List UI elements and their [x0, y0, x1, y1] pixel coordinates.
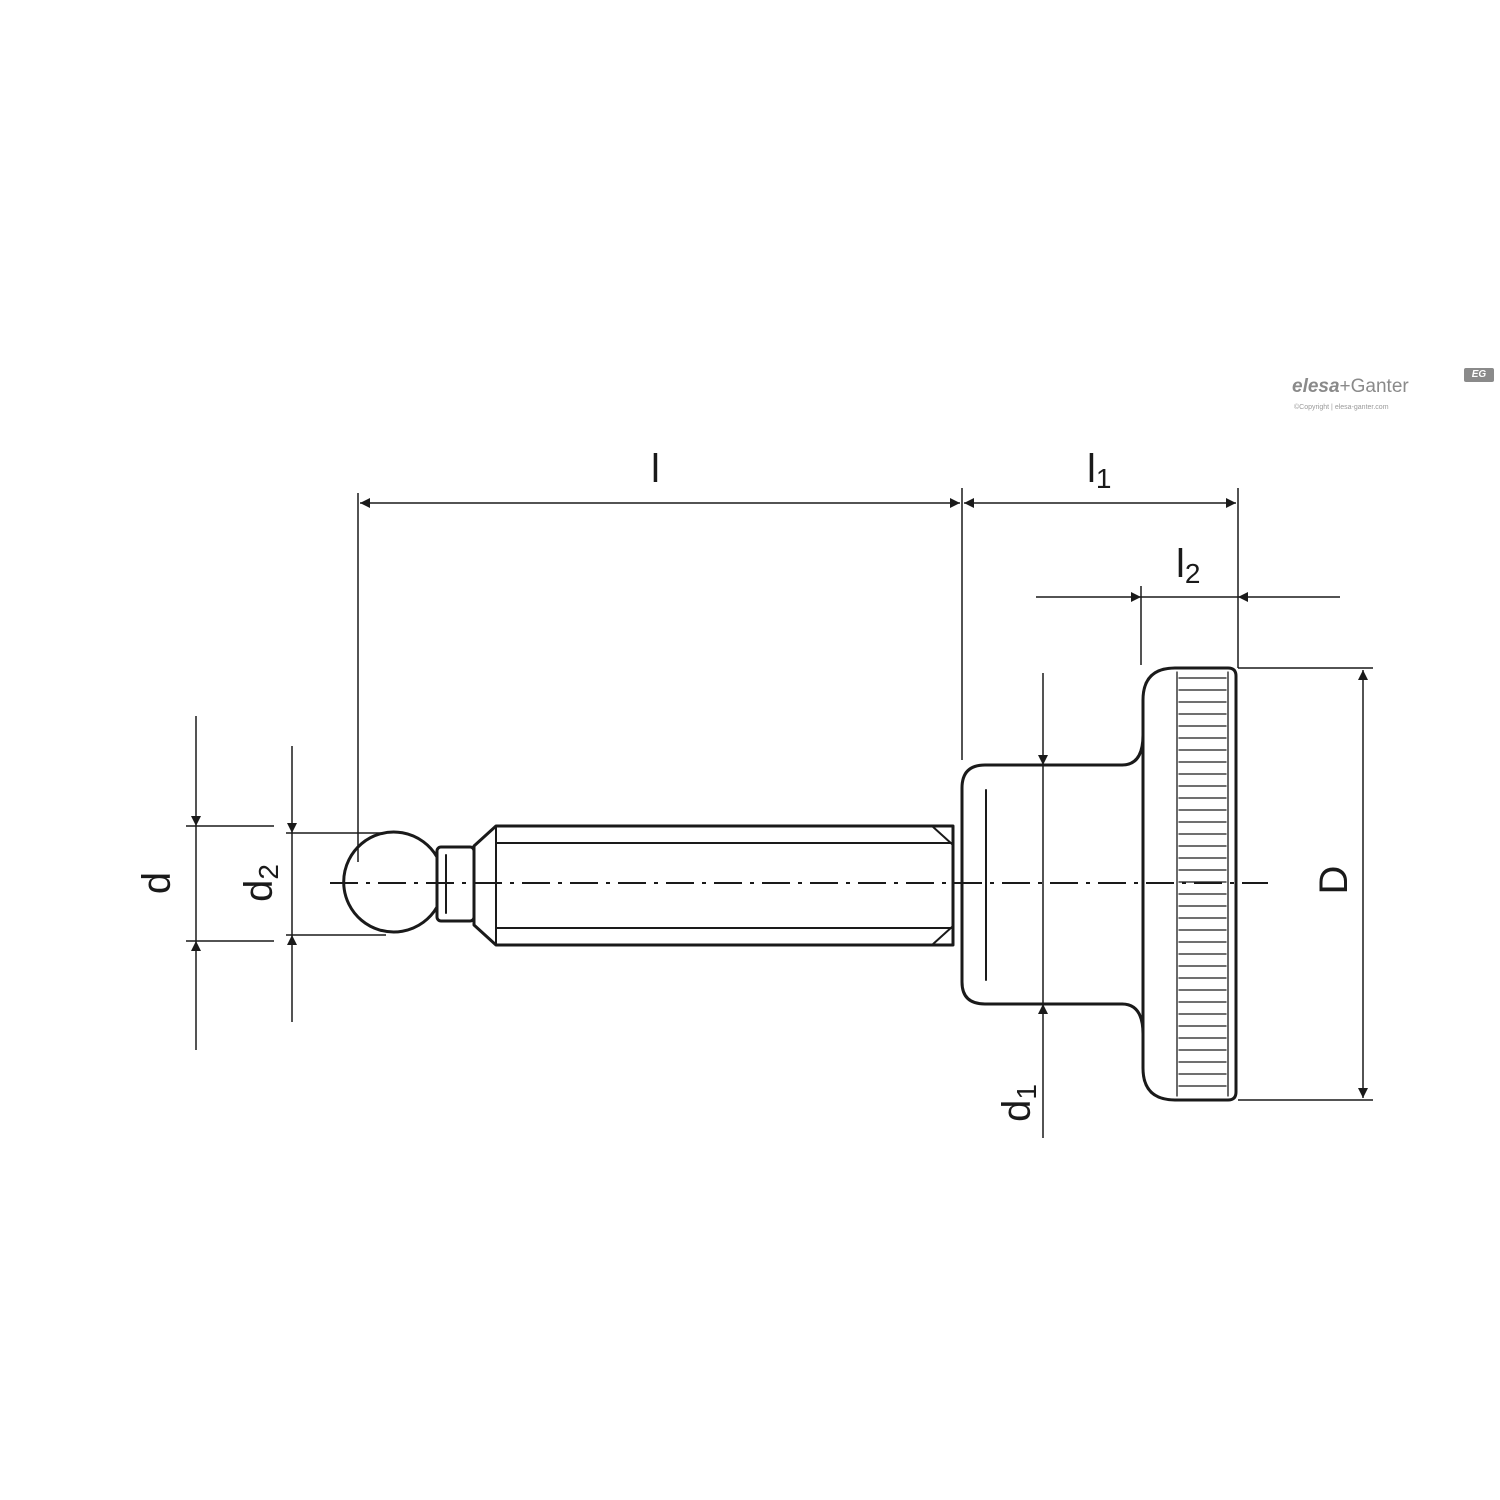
label-d2: d2	[237, 864, 284, 902]
knurled-knob	[1141, 666, 1238, 1102]
brand-watermark: elesa+Ganter EG ©Copyright | elesa-gante…	[1292, 368, 1498, 420]
brand-badge: EG	[1464, 368, 1494, 382]
label-D: D	[1312, 866, 1356, 895]
knurl-pattern	[1176, 671, 1229, 1097]
knurled-plunger-part	[342, 666, 1238, 1102]
label-l2: l2	[1176, 542, 1200, 589]
brand-copyright: ©Copyright | elesa-ganter.com	[1294, 404, 1389, 411]
fillet-top	[1120, 733, 1145, 767]
collar	[960, 763, 1124, 1006]
brand-logo: elesa+Ganter	[1292, 376, 1409, 397]
label-l: l	[651, 447, 660, 491]
label-d1: d1	[995, 1084, 1042, 1122]
label-d: d	[135, 872, 179, 894]
thread-runout-top	[931, 825, 954, 846]
label-l1: l1	[1087, 447, 1111, 494]
thread-runout-bottom	[931, 925, 954, 946]
fillet-bottom	[1120, 1002, 1145, 1036]
